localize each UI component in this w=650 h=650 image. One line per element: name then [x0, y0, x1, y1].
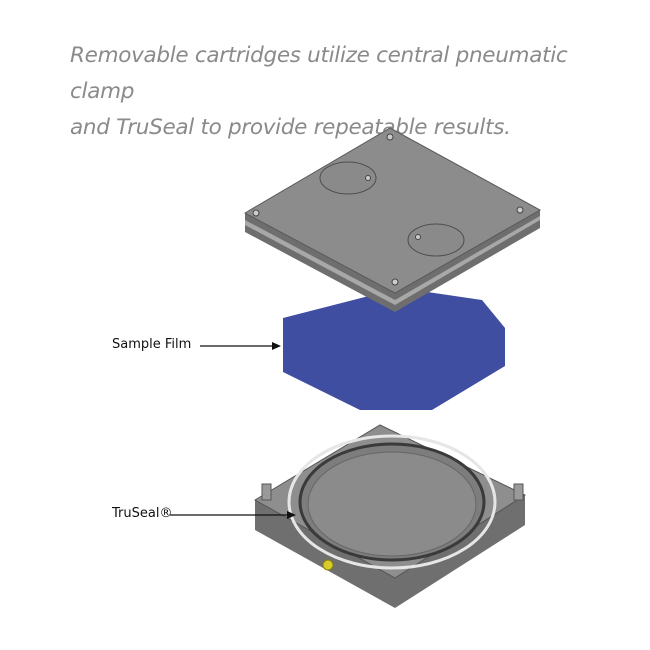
- truseal-label: TruSeal®: [112, 506, 173, 521]
- arrow-head: [272, 342, 281, 350]
- caption-line-2: and TruSeal to provide repeatable result…: [70, 115, 511, 140]
- sample-film: [283, 288, 505, 410]
- caption-line-1: Removable cartridges utilize central pne…: [70, 43, 568, 104]
- port-circle: [407, 223, 465, 257]
- caption: Removable cartridges utilize central pne…: [70, 38, 630, 146]
- sample-film-label: Sample Film: [112, 337, 192, 352]
- arrow-head: [287, 511, 296, 519]
- port-circle: [319, 161, 377, 195]
- top-plate: [243, 127, 542, 312]
- fitting: [322, 559, 334, 571]
- bottom-plate: [254, 424, 527, 608]
